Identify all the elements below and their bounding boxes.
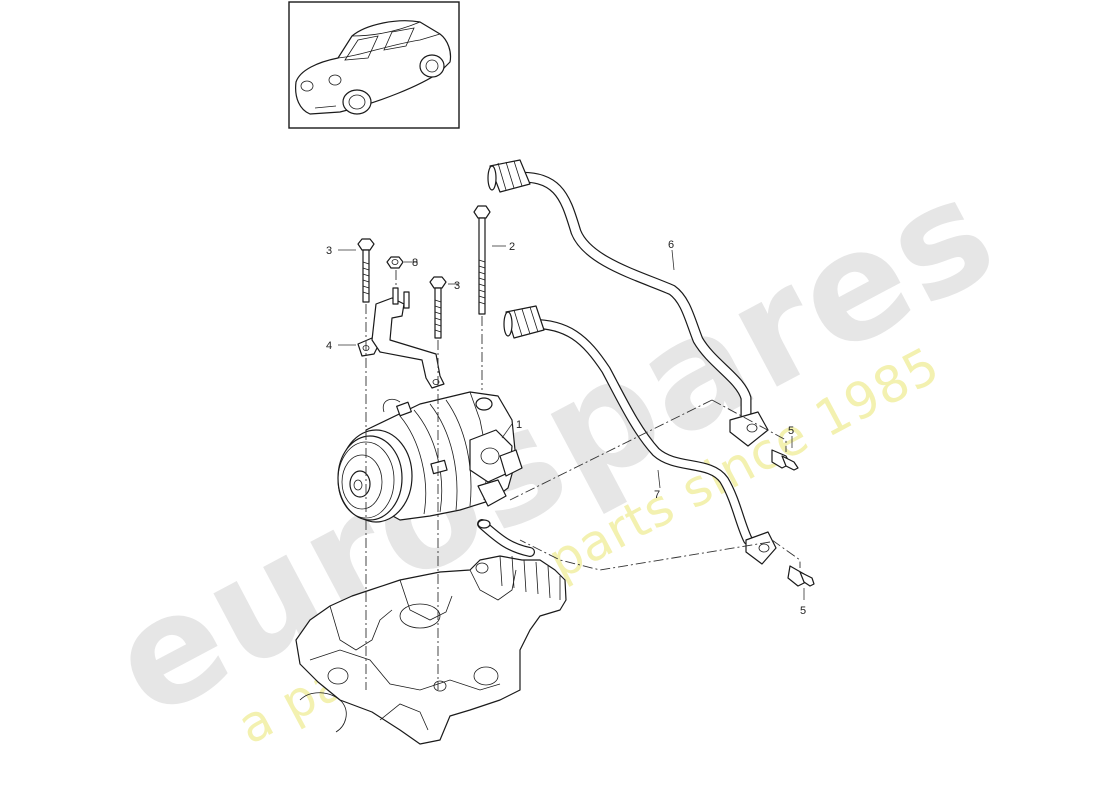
callout-6: 6: [668, 239, 674, 251]
callout-4: 4: [326, 340, 332, 352]
bracket-4: [357, 297, 445, 389]
callout-3-right: 3: [454, 280, 460, 292]
bolt-2: [473, 205, 491, 315]
watermark: eurospares a passion for parts since 198…: [85, 144, 1022, 756]
callout-8: 8: [412, 257, 418, 269]
watermark-brand: eurospares: [85, 144, 1022, 752]
bolt-5-lower: [787, 565, 815, 587]
callout-5-lower: 5: [800, 605, 806, 617]
leader-lines: [338, 245, 805, 600]
pipe-6-flange: [729, 411, 769, 447]
studs: [392, 287, 410, 309]
engine-block: [295, 555, 567, 745]
assembly-lines: [365, 270, 801, 690]
pipe-6: [487, 159, 769, 447]
callouts: 1 2 3 3 4 5 5 6 7 8: [326, 239, 806, 617]
pipe-7-flange: [745, 531, 777, 565]
pipe-7-fitting: [503, 305, 545, 339]
bolt-3-right: [429, 276, 447, 339]
bolt-3-left: [357, 238, 375, 303]
callout-1: 1: [516, 419, 522, 431]
bolt-5-upper: [771, 449, 799, 471]
compressor-hose: [477, 519, 535, 557]
callout-3-left: 3: [326, 245, 332, 257]
callout-7: 7: [654, 489, 660, 501]
callout-5-upper: 5: [788, 425, 794, 437]
ac-compressor: [337, 391, 523, 523]
pipe-7: [503, 305, 777, 565]
car-icon: [295, 20, 452, 115]
vehicle-thumbnail: [288, 1, 460, 129]
pipe-6-fitting: [487, 159, 531, 193]
nut-8: [386, 256, 404, 269]
callout-2: 2: [509, 241, 515, 253]
compressor-pulley: [337, 429, 413, 523]
